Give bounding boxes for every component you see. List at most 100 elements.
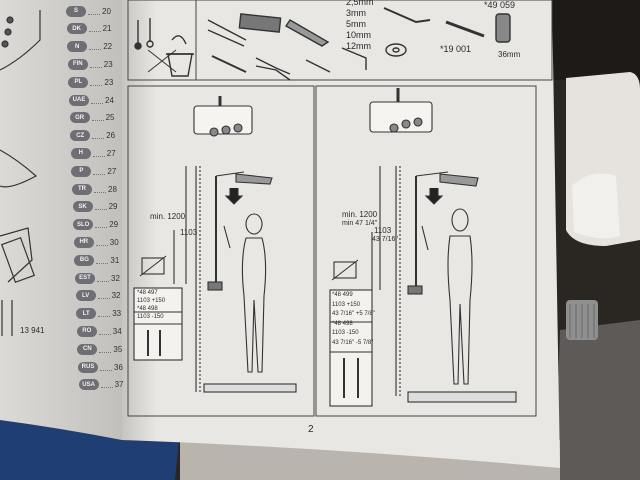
language-code-badge: RO [76, 325, 97, 337]
language-page-number: 25 [105, 113, 115, 123]
right-height-inches: 43 7/16" [372, 236, 398, 243]
language-page-number: 28 [108, 184, 117, 194]
right-min-height-inches: min 47 1/4" [342, 220, 378, 227]
language-code-badge: PL [68, 76, 89, 88]
language-page-number: 32 [111, 291, 121, 301]
leader-dots [92, 132, 105, 140]
leader-dots [90, 79, 103, 86]
leader-dots [91, 114, 104, 122]
leader-dots [100, 381, 113, 389]
leader-dots [93, 168, 106, 175]
language-page-number: 26 [106, 131, 116, 141]
tool-size-label: 10mm [346, 30, 372, 40]
language-entry: BG 31 [74, 254, 119, 266]
table-surface [555, 320, 640, 480]
language-code-badge: SK [72, 201, 93, 213]
left-shower-diagram [133, 96, 297, 393]
leader-dots [95, 221, 108, 229]
leader-dots [88, 25, 101, 33]
left-min-height: min. 1200 [150, 212, 186, 221]
tool-size-label: 3mm [346, 8, 366, 18]
language-page-number: 20 [102, 6, 111, 16]
leader-dots [97, 275, 109, 282]
language-entry: CN 35 [77, 343, 122, 355]
spec-line: 1103 +150 [332, 301, 361, 308]
language-page-number: 22 [103, 42, 113, 52]
language-code-badge: BG [74, 254, 95, 266]
language-code-badge: H [70, 147, 91, 159]
language-code-badge: CN [77, 343, 98, 355]
tools-icons [134, 7, 511, 81]
language-code-badge: S [66, 5, 86, 17]
tools-panel [127, 0, 553, 81]
language-entry: USA 37 [78, 379, 124, 391]
spec-line: *48 497 [137, 290, 158, 296]
leader-dots [100, 364, 112, 371]
spec-line: *48 499 [332, 292, 353, 298]
spec-line: 1103 -150 [332, 330, 359, 336]
language-code-badge: LV [75, 290, 96, 302]
language-code-badge: N [67, 41, 88, 53]
language-entry: P 27 [71, 165, 116, 177]
language-code-badge: HR [73, 236, 94, 248]
installation-panels [127, 85, 537, 417]
language-page-number: 36 [114, 362, 123, 372]
right-height: 1103 [374, 226, 392, 235]
tool-size-label: 12mm [346, 41, 372, 51]
language-page-number: 31 [110, 255, 120, 265]
language-page-number: 33 [112, 309, 122, 319]
tool-size-b: 36mm [498, 50, 521, 59]
spec-line: 43 7/16" -5 7/8" [332, 339, 374, 346]
right-min-height: min. 1200 [342, 210, 378, 219]
leader-dots [99, 346, 112, 353]
tool-part-a: *19 001 [440, 44, 472, 54]
language-page-number: 27 [107, 166, 117, 176]
spec-line: *48 498 [137, 306, 158, 312]
right-shower-diagram [329, 88, 517, 407]
spec-line: 43 7/16" +5 7/8" [332, 311, 375, 317]
left-height: 1103 [180, 228, 198, 237]
language-entry: HR 30 [73, 236, 119, 248]
language-code-badge: SLO [73, 219, 94, 231]
language-code-badge: RUS [78, 361, 98, 373]
language-code-badge: EST [75, 272, 95, 284]
language-page-number: 30 [109, 237, 119, 247]
leader-dots [94, 203, 107, 211]
leader-dots [97, 292, 110, 300]
language-code-badge: GR [69, 112, 90, 124]
language-entry: LV 32 [75, 290, 121, 302]
leader-dots [91, 97, 103, 104]
language-code-badge: USA [78, 379, 99, 391]
language-page-number: 37 [114, 380, 124, 390]
leader-dots [98, 328, 111, 335]
leader-dots [89, 61, 102, 68]
leader-dots [98, 310, 111, 318]
language-page-number: 35 [113, 344, 123, 354]
language-entry: GR 25 [69, 112, 115, 124]
language-code-badge: CZ [70, 130, 91, 142]
language-page-number: 23 [103, 59, 113, 69]
language-page-number: 34 [112, 326, 122, 336]
tool-part-b: *49 059 [484, 0, 516, 10]
left-page-illustrations [0, 10, 41, 336]
left-page-part-number: 13 941 [20, 326, 45, 335]
language-code-badge: DK [66, 23, 87, 35]
leader-dots [96, 257, 109, 264]
language-entry: CZ 26 [70, 130, 115, 142]
spec-line: 1103 -150 [137, 314, 164, 320]
leader-dots [94, 186, 106, 193]
leader-dots [89, 43, 102, 51]
tool-size-label: 2,5mm [346, 0, 374, 7]
leader-dots [92, 150, 105, 157]
language-code-badge: P [71, 165, 92, 177]
spec-line: *48 498 [332, 320, 353, 327]
language-code-badge: UAE [69, 94, 89, 106]
spec-line: 1103 +150 [137, 298, 166, 304]
